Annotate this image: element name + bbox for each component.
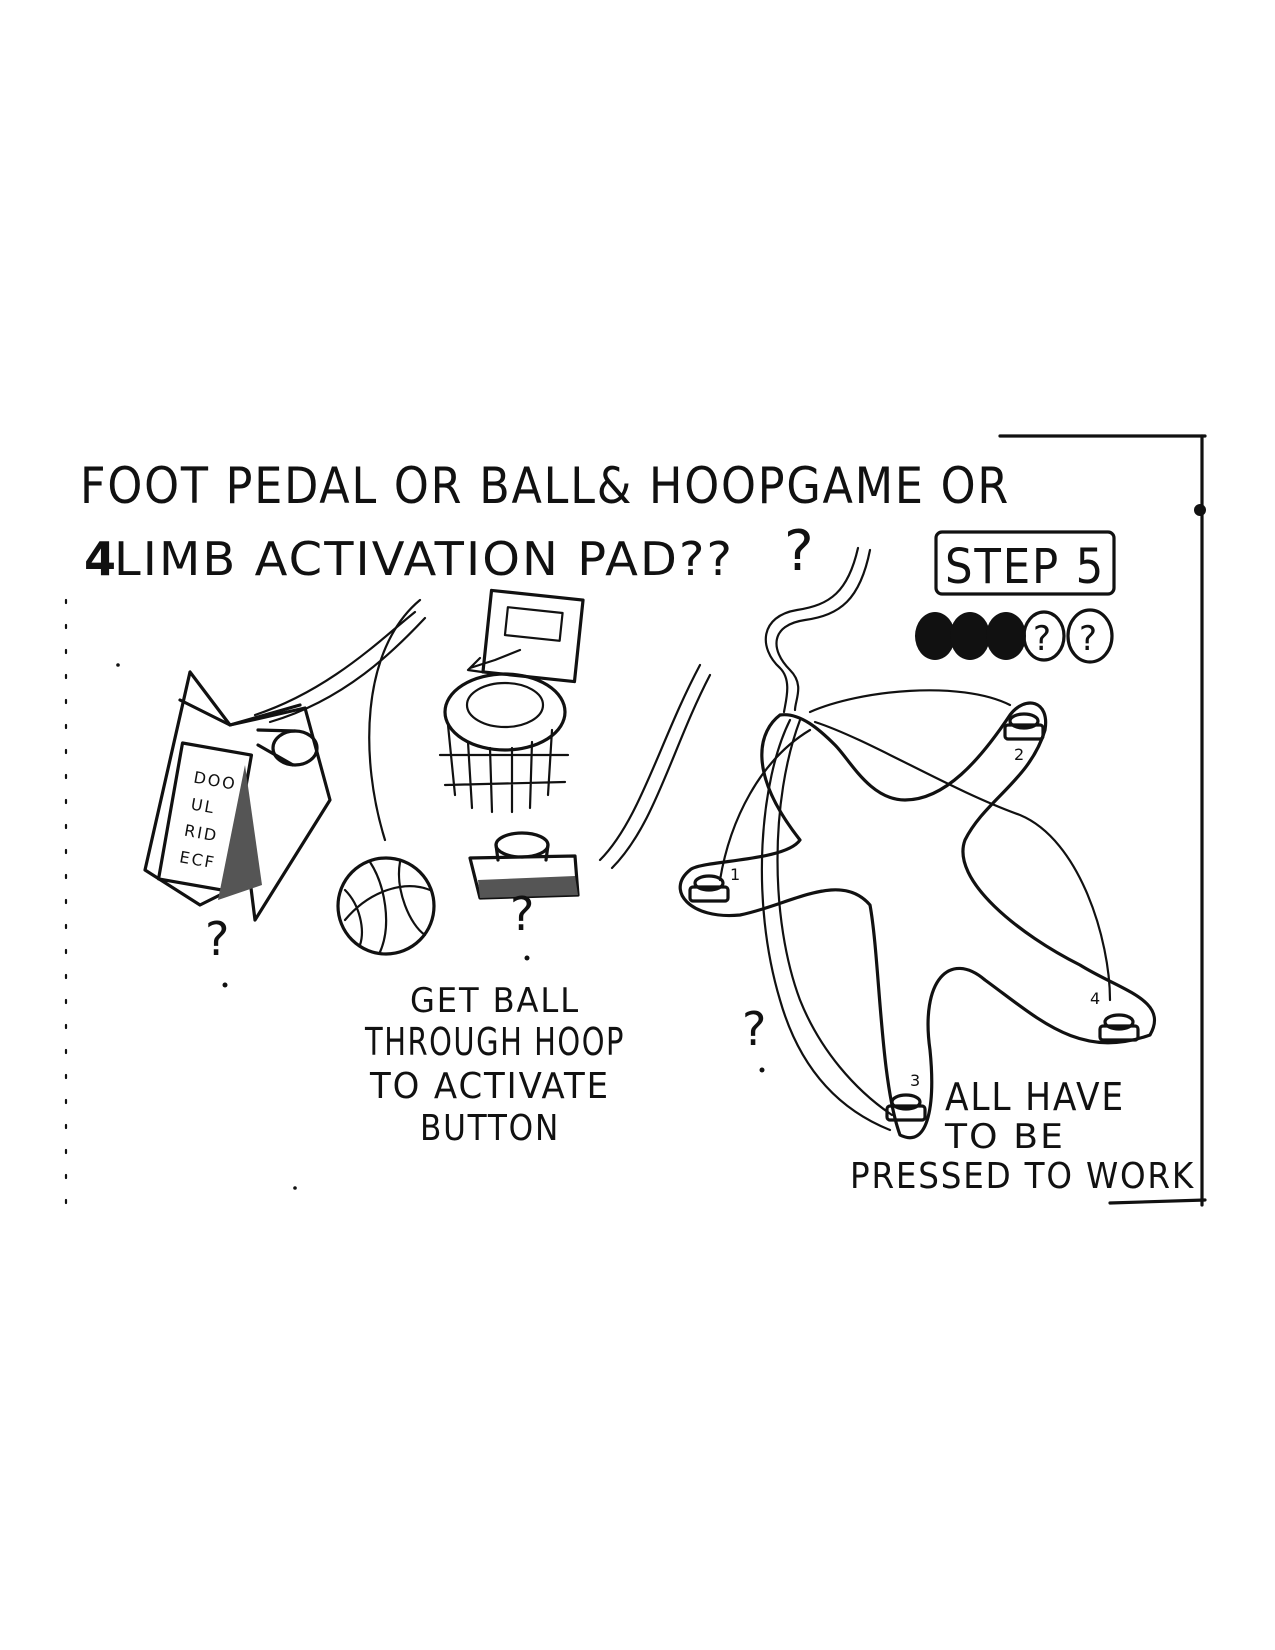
pad-button-number: 4 — [1090, 989, 1102, 1008]
title-line-2: LIMB ACTIVATION PAD?? — [114, 532, 734, 586]
basketball-seams — [345, 862, 430, 952]
question-mark-dot — [525, 956, 530, 961]
title-line-1: FOOT PEDAL OR BALL& HOOPGAME OR — [80, 457, 1010, 515]
question-mark-dot — [223, 983, 228, 988]
pad-caption-line-2: TO BE — [944, 1117, 1065, 1157]
question-mark-pad: ? — [742, 1002, 768, 1056]
pad-caption-line-1: ALL HAVE — [945, 1075, 1125, 1119]
scan-speck — [293, 1186, 297, 1190]
pad-button-1: 1 — [690, 865, 742, 901]
progress-token-filled — [986, 612, 1026, 660]
question-mark-pedal: ? — [205, 912, 231, 966]
pad-button-number: 1 — [730, 865, 742, 884]
pad-wire — [810, 690, 1010, 712]
pad-wire — [720, 730, 810, 880]
backboard-arrow — [468, 650, 520, 672]
question-mark-dot — [760, 1068, 765, 1073]
pedal-panel-text-1: DOO — [192, 768, 238, 794]
button-cable — [600, 665, 700, 860]
pad-button-number: 2 — [1014, 745, 1026, 764]
backboard-target — [505, 607, 563, 641]
pedal-roller — [273, 731, 317, 765]
pedal-roller-body — [258, 730, 295, 765]
scan-speck — [116, 663, 120, 667]
pad-button-4: 4 — [1090, 989, 1138, 1040]
hoop-button-cap — [496, 833, 548, 857]
pad-wire — [778, 720, 893, 1115]
hoop-rim — [445, 674, 565, 750]
progress-token-filled — [950, 612, 990, 660]
ball-hoop-caption-line-3: TO ACTIVATE — [369, 1066, 610, 1107]
pedal-cable — [255, 612, 415, 715]
foot-pedal-sketch: DOO UL RID ECF — [145, 612, 425, 920]
button-cable — [612, 675, 710, 868]
pad-caption-line-3: PRESSED TO WORK — [850, 1156, 1195, 1197]
ball-hoop-caption-line-1: GET BALL — [410, 981, 580, 1021]
progress-token-filled — [915, 612, 955, 660]
title-limb-count: 4 — [84, 532, 118, 586]
pedal-panel-text-4: ECF — [178, 847, 217, 872]
ball-hoop-caption-line-2: THROUGH HOOP — [364, 1020, 625, 1064]
hoop-cable — [369, 600, 420, 840]
progress-tokens: ? ? — [915, 610, 1112, 662]
question-mark-hoop: ? — [510, 887, 536, 941]
frame-bottom-edge — [1110, 1200, 1205, 1203]
title-extra-question-mark: ? — [784, 519, 816, 584]
progress-token-unknown-symbol: ? — [1079, 619, 1099, 659]
scan-speck — [1194, 504, 1206, 516]
hoop-rim-inner — [467, 683, 543, 727]
backboard — [483, 590, 583, 681]
ball-hoop-caption-line-4: BUTTON — [420, 1108, 560, 1149]
step-label: STEP 5 — [945, 539, 1105, 595]
pedal-panel-text-2: UL — [189, 795, 217, 818]
pad-button-number: 3 — [910, 1071, 922, 1090]
pedal-panel-text-3: RID — [183, 821, 220, 846]
pad-button-2: 2 — [1005, 714, 1043, 764]
progress-token-unknown-symbol: ? — [1033, 619, 1053, 659]
